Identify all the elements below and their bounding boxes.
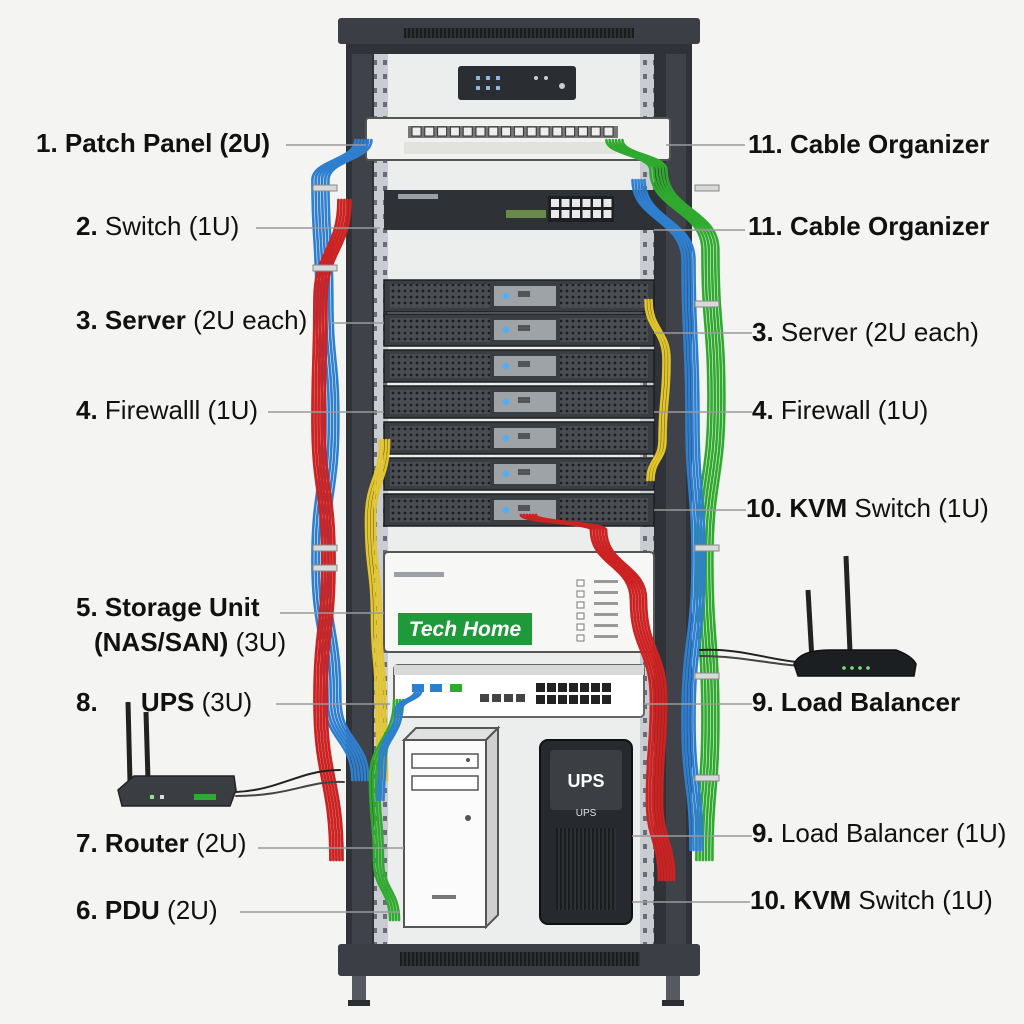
label-number: 6.: [76, 895, 98, 925]
label-load-balancer-2: 9. Load Balancer (1U): [752, 818, 1006, 848]
label-text: Storage Unit: [104, 592, 260, 622]
server-unit: [383, 349, 655, 383]
ups-sublabel: UPS: [576, 808, 597, 819]
label-number: 1.: [36, 128, 58, 158]
ups-label: UPS: [567, 771, 604, 791]
label-number: 11.: [748, 129, 783, 159]
label-text: Patch Panel (2U): [64, 128, 271, 158]
label-text: Load Balancer (1U): [780, 818, 1007, 848]
top-panel-unit: [458, 66, 576, 100]
label-text-rest: (3U): [228, 627, 287, 657]
label-kvm-switch-2: 10. KVM Switch (1U): [750, 885, 993, 915]
label-number: 3.: [752, 317, 774, 347]
leader-lines: [240, 144, 752, 913]
label-storage-unit-line2: (NAS/SAN) (3U): [94, 627, 286, 657]
label-switch: 2. Switch (1U): [76, 211, 239, 241]
label-text: KVM: [793, 885, 852, 915]
label-load-balancer-1: 9. Load Balancer: [752, 687, 960, 717]
label-firewall: 4. Firewalll (1U): [76, 395, 258, 425]
label-text-rest: (2U each): [185, 305, 308, 335]
label-number: 10.: [750, 885, 787, 915]
label-number: 2.: [76, 211, 98, 241]
label-text: Firewalll (1U): [104, 395, 259, 425]
label-text: Router: [104, 828, 189, 858]
server-unit: [383, 313, 655, 347]
label-text: Cable Organizer: [789, 129, 990, 159]
label-text: KVM: [789, 493, 848, 523]
label-text-rest: Switch (1U): [851, 885, 993, 915]
server-unit: [383, 279, 655, 313]
label-number: 3.: [76, 305, 98, 335]
storage-unit: Tech Home: [383, 551, 655, 653]
label-text-rest: (3U): [194, 687, 253, 717]
label-server-right: 3. Server (2U each): [752, 317, 979, 347]
brand-logo-text: Tech Home: [409, 618, 522, 641]
label-cable-organizer-2: 11. Cable Organizer: [748, 211, 989, 241]
label-kvm-switch-1: 10. KVM Switch (1U): [746, 493, 989, 523]
server-unit: [383, 385, 655, 419]
label-text-rest: (2U): [188, 828, 247, 858]
cables: [235, 138, 801, 922]
label-text: Server: [104, 305, 186, 335]
label-text: (NAS/SAN): [94, 627, 229, 657]
label-patch-panel: 1. Patch Panel (2U): [36, 128, 270, 158]
label-text: Cable Organizer: [789, 211, 990, 241]
label-number: 4.: [752, 395, 774, 425]
label-text-rest: (2U): [159, 895, 218, 925]
label-text: Firewall (1U): [780, 395, 929, 425]
label-pdu: 6. PDU (2U): [76, 895, 218, 925]
label-cable-organizer-1: 11. Cable Organizer: [748, 129, 989, 159]
label-number: 9.: [752, 687, 774, 717]
label-number: 10.: [746, 493, 783, 523]
router-right: [793, 555, 917, 677]
label-storage-unit: 5. Storage Unit: [76, 592, 260, 622]
label-text: Load Balancer: [780, 687, 961, 717]
label-number: 5.: [76, 592, 98, 622]
label-text: Switch (1U): [104, 211, 240, 241]
label-firewall-right: 4. Firewall (1U): [752, 395, 928, 425]
load-balancer-unit: [393, 664, 645, 718]
label-number: 11.: [748, 211, 783, 241]
label-number: 9.: [752, 818, 774, 848]
label-router: 7. Router (2U): [76, 828, 246, 858]
label-text: UPS: [140, 687, 195, 717]
server-unit: [383, 421, 655, 455]
label-number: 7.: [76, 828, 98, 858]
ups-device: UPS UPS: [539, 739, 633, 925]
label-text-rest: Switch (1U): [847, 493, 989, 523]
network-switch: [384, 190, 654, 230]
label-text: PDU: [104, 895, 160, 925]
server-unit: [383, 493, 655, 527]
label-number: 4.: [76, 395, 98, 425]
label-number: 8.: [76, 687, 98, 717]
server-unit: [383, 457, 655, 491]
label-server: 3. Server (2U each): [76, 305, 307, 335]
patch-panel: [365, 117, 671, 161]
label-text: Server (2U each): [780, 317, 979, 347]
label-ups: 8. UPS (3U): [76, 687, 252, 717]
servers: [383, 279, 655, 527]
router-left: [117, 701, 237, 807]
pdu-tower: [401, 725, 501, 930]
